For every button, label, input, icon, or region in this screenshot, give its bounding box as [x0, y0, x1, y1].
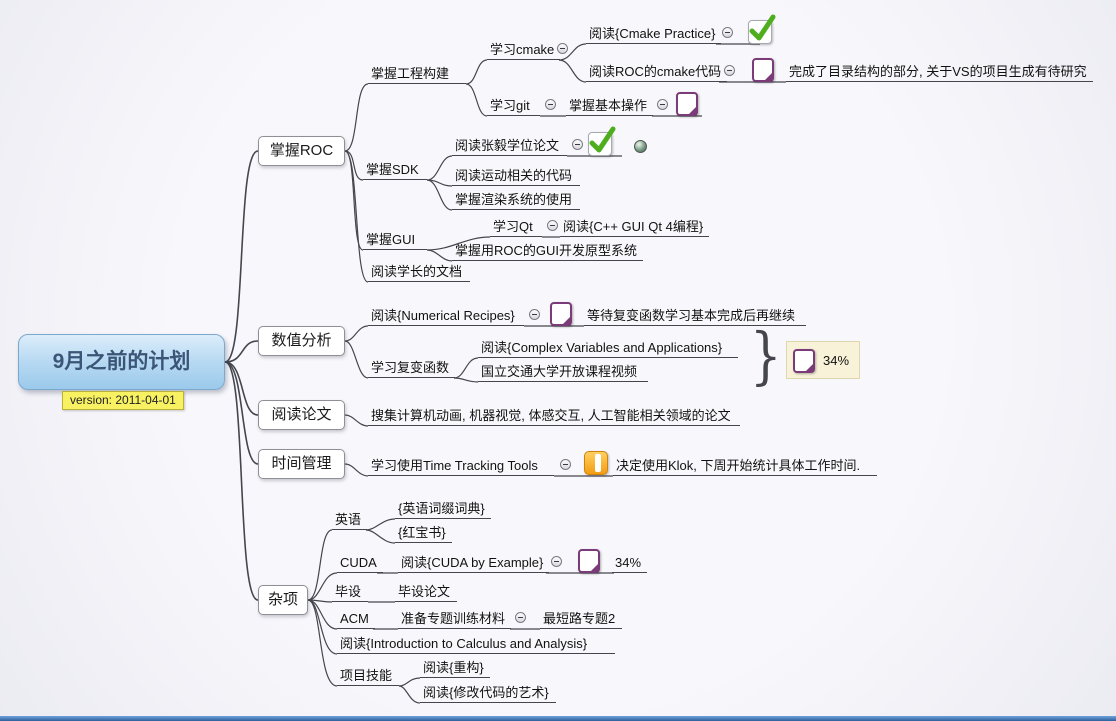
topic-time-management[interactable]: 时间管理: [258, 449, 345, 479]
node-red-book[interactable]: {红宝书}: [395, 523, 452, 543]
node-read-refactoring[interactable]: 阅读{重构}: [420, 658, 490, 678]
grouping-brace: }: [749, 319, 782, 392]
topic-master-roc[interactable]: 掌握ROC: [258, 136, 345, 166]
collapse-icon[interactable]: [547, 220, 558, 231]
node-learn-qt[interactable]: 学习Qt: [490, 217, 542, 237]
collapse-icon[interactable]: [560, 459, 571, 470]
collapse-icon[interactable]: [657, 99, 668, 110]
node-read-complex-variables-book[interactable]: 阅读{Complex Variables and Applications}: [478, 338, 738, 358]
node-read-legacy-code-book[interactable]: 阅读{修改代码的艺术}: [420, 683, 556, 703]
collapse-icon[interactable]: [724, 65, 735, 76]
node-shortest-path-topic[interactable]: 最短路专题2: [540, 609, 622, 629]
node-read-numerical-recipes[interactable]: 阅读{Numerical Recipes}: [368, 306, 524, 326]
node-read-roc-cmake-code[interactable]: 阅读ROC的cmake代码: [586, 62, 728, 82]
window-bottom-edge: [0, 716, 1116, 721]
globe-icon[interactable]: [634, 140, 647, 153]
node-learn-time-tracking-tools[interactable]: 学习使用Time Tracking Tools: [368, 456, 554, 476]
node-master-sdk[interactable]: 掌握SDK: [363, 160, 427, 180]
node-roc-cmake-note[interactable]: 完成了目录结构的部分, 关于VS的项目生成有待研究: [786, 62, 1093, 82]
node-master-gui[interactable]: 掌握GUI: [363, 230, 427, 250]
note-icon[interactable]: [793, 349, 815, 373]
collapse-icon[interactable]: [545, 99, 556, 110]
node-learn-git[interactable]: 学习git: [487, 96, 540, 116]
node-git-basics[interactable]: 掌握基本操作: [566, 96, 654, 116]
node-read-motion-code[interactable]: 阅读运动相关的代码: [452, 166, 580, 186]
node-read-senior-docs[interactable]: 阅读学长的文档: [368, 262, 470, 282]
collapse-icon[interactable]: [572, 139, 583, 150]
collapse-icon[interactable]: [515, 612, 526, 623]
task-done-check-icon[interactable]: [588, 126, 616, 156]
collapse-icon[interactable]: [722, 27, 733, 38]
node-engineering-build[interactable]: 掌握工程构建: [368, 64, 466, 84]
note-icon[interactable]: [578, 549, 600, 573]
topic-misc[interactable]: 杂项: [258, 585, 308, 615]
node-collect-papers[interactable]: 搜集计算机动画, 机器视觉, 体感交互, 人工智能相关领域的论文: [368, 406, 740, 426]
complex-progress-box: 34%: [786, 341, 860, 379]
node-cuda[interactable]: CUDA: [337, 553, 383, 573]
topic-numerical-analysis[interactable]: 数值分析: [258, 326, 345, 356]
node-english-affix-dict[interactable]: {英语词缀词典}: [395, 499, 491, 519]
node-learn-complex-functions[interactable]: 学习复变函数: [368, 358, 456, 378]
node-english[interactable]: 英语: [332, 510, 368, 530]
node-render-system[interactable]: 掌握渲染系统的使用: [452, 190, 580, 210]
node-read-cmake-practice[interactable]: 阅读{Cmake Practice}: [586, 24, 722, 44]
node-gui-prototype[interactable]: 掌握用ROC的GUI开发原型系统: [452, 241, 644, 261]
node-read-calculus-book[interactable]: 阅读{Introduction to Calculus and Analysis…: [337, 634, 615, 654]
time-tracking-icon[interactable]: [584, 451, 608, 475]
node-read-zhangyi-thesis[interactable]: 阅读张毅学位论文: [452, 136, 567, 156]
node-read-cuda-by-example[interactable]: 阅读{CUDA by Example}: [398, 553, 550, 573]
node-graduation-project[interactable]: 毕设: [332, 582, 368, 602]
node-project-skills[interactable]: 项目技能: [337, 666, 399, 686]
complex-progress-value: 34%: [823, 353, 850, 368]
collapse-icon[interactable]: [551, 556, 562, 567]
node-learn-cmake[interactable]: 学习cmake: [487, 40, 561, 60]
root-topic[interactable]: 9月之前的计划: [18, 334, 225, 390]
note-icon[interactable]: [676, 92, 698, 116]
node-graduation-thesis[interactable]: 毕设论文: [395, 582, 457, 602]
node-nctu-open-course[interactable]: 国立交通大学开放课程视频: [478, 362, 648, 382]
version-label: version: 2011-04-01: [62, 391, 184, 410]
note-icon[interactable]: [752, 58, 774, 82]
node-acm-training-materials[interactable]: 准备专题训练材料: [398, 609, 512, 629]
collapse-icon[interactable]: [529, 309, 540, 320]
task-done-check-icon[interactable]: [748, 14, 776, 44]
node-numerical-recipes-note[interactable]: 等待复变函数学习基本完成后再继续: [584, 306, 806, 326]
node-cuda-progress: 34%: [612, 553, 648, 573]
node-read-qt-book[interactable]: 阅读{C++ GUI Qt 4编程}: [560, 217, 710, 237]
node-acm[interactable]: ACM: [337, 609, 375, 629]
collapse-icon[interactable]: [557, 43, 568, 54]
node-klok-note[interactable]: 决定使用Klok, 下周开始统计具体工作时间.: [613, 456, 877, 476]
topic-read-papers[interactable]: 阅读论文: [258, 400, 345, 430]
note-icon[interactable]: [550, 302, 572, 326]
